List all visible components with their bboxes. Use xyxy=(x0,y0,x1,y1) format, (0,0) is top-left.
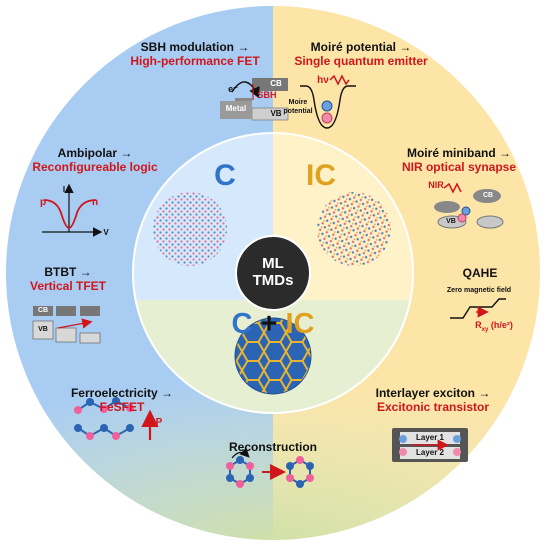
qahe-plateau-icon xyxy=(450,298,506,319)
incommensurate-lattice xyxy=(317,192,391,266)
reconstruction-icon xyxy=(226,447,314,488)
topic-moire: Moiré potential → Single quantum emitter xyxy=(286,40,436,68)
zone-cic-plus: + xyxy=(260,308,278,340)
sbh-electron-label: e⁻ xyxy=(228,84,238,94)
ambi-n-label: n xyxy=(91,197,99,208)
ferroelectric-lattice-icon xyxy=(74,397,159,440)
sbh-sbh-label: SBH xyxy=(257,90,277,100)
sbh-metal-label: Metal xyxy=(225,104,247,113)
sbh-band-icon xyxy=(220,78,289,121)
zone-cic-ic: IC xyxy=(285,308,315,340)
topic-qahe-title: QAHE xyxy=(462,266,498,280)
topic-btbt: BTBT → Vertical TFET xyxy=(18,265,118,293)
sbh-cb-label: CB xyxy=(270,79,282,88)
interlayer-exciton-icon xyxy=(392,428,468,462)
topic-sbh-app: High-performance FET xyxy=(130,54,260,68)
ferro-p-label: P xyxy=(155,417,163,428)
center-line1: ML xyxy=(262,255,284,272)
topic-ferro: Ferroelectricity → FeSFET xyxy=(62,386,182,414)
center-line2: TMDs xyxy=(252,272,294,289)
topic-inter-title: Interlayer exciton → xyxy=(375,386,491,400)
btbt-vb-label: VB xyxy=(38,326,48,333)
btbt-band-icon xyxy=(32,306,101,344)
zone-cic-c: C xyxy=(231,308,253,340)
topic-ambi: Ambipolar → Reconfigureable logic xyxy=(20,146,170,174)
mini-nir-label: NIR xyxy=(428,180,444,190)
ambi-vg-label: V xyxy=(103,228,109,237)
topic-mini: Moiré miniband → NIR optical synapse xyxy=(384,146,534,174)
topic-btbt-app: Vertical TFET xyxy=(29,279,107,293)
topic-ambi-title: Ambipolar → xyxy=(57,146,133,160)
qahe-field-label: Zero magnetic field xyxy=(446,287,512,294)
topic-inter-app: Excitonic transistor xyxy=(376,400,490,414)
qahe-rxy-unit: (h/e²) xyxy=(490,320,513,330)
topic-recon: Reconstruction xyxy=(223,440,323,454)
miniband-icon xyxy=(434,182,504,229)
topic-moire-title: Moiré potential → xyxy=(310,40,412,54)
topic-ambi-app: Reconfigureable logic xyxy=(32,160,158,174)
topic-ferro-app: FeSFET xyxy=(99,400,145,414)
topic-ferro-title: Ferroelectricity → xyxy=(70,386,174,400)
topic-mini-app: NIR optical synapse xyxy=(401,160,517,174)
commensurate-lattice xyxy=(153,192,227,266)
zone-cic-label: C + IC xyxy=(216,308,330,340)
moire-potential-icon xyxy=(300,74,356,129)
center-label: ML TMDs xyxy=(236,255,310,289)
topic-moire-app: Single quantum emitter xyxy=(294,54,428,68)
hexagonal-domain-lattice xyxy=(234,317,312,395)
topic-sbh-title: SBH modulation → xyxy=(140,40,250,54)
topic-recon-title: Reconstruction xyxy=(228,440,317,454)
zone-c-label: C xyxy=(214,159,236,192)
ambipolar-transfer-icon xyxy=(42,183,103,237)
qahe-rxy-symbol: R xyxy=(475,320,482,330)
ambi-p-label: p xyxy=(39,197,47,208)
center-disc xyxy=(235,235,311,311)
mini-cb-label: CB xyxy=(482,192,494,199)
topic-btbt-title: BTBT → xyxy=(44,265,92,279)
moire-hv-label: hν xyxy=(317,75,329,86)
sbh-vb-label: VB xyxy=(270,109,282,118)
topic-mini-title: Moiré miniband → xyxy=(406,146,511,160)
topic-inter: Interlayer exciton → Excitonic transisto… xyxy=(358,386,508,414)
mini-vb-label: VB xyxy=(446,218,456,225)
topic-qahe: QAHE xyxy=(450,266,510,280)
inter-layer1-label: Layer 1 xyxy=(415,433,445,442)
zone-ic-label: IC xyxy=(306,159,336,192)
inter-layer2-label: Layer 2 xyxy=(415,448,445,457)
qahe-rxy-label: Rxy (h/e²) xyxy=(475,320,513,333)
ambi-id-label: I xyxy=(62,185,66,194)
topic-sbh: SBH modulation → High-performance FET xyxy=(120,40,270,68)
btbt-cb-label: CB xyxy=(37,307,49,314)
moire-potential-label: Moire potential xyxy=(283,99,313,115)
